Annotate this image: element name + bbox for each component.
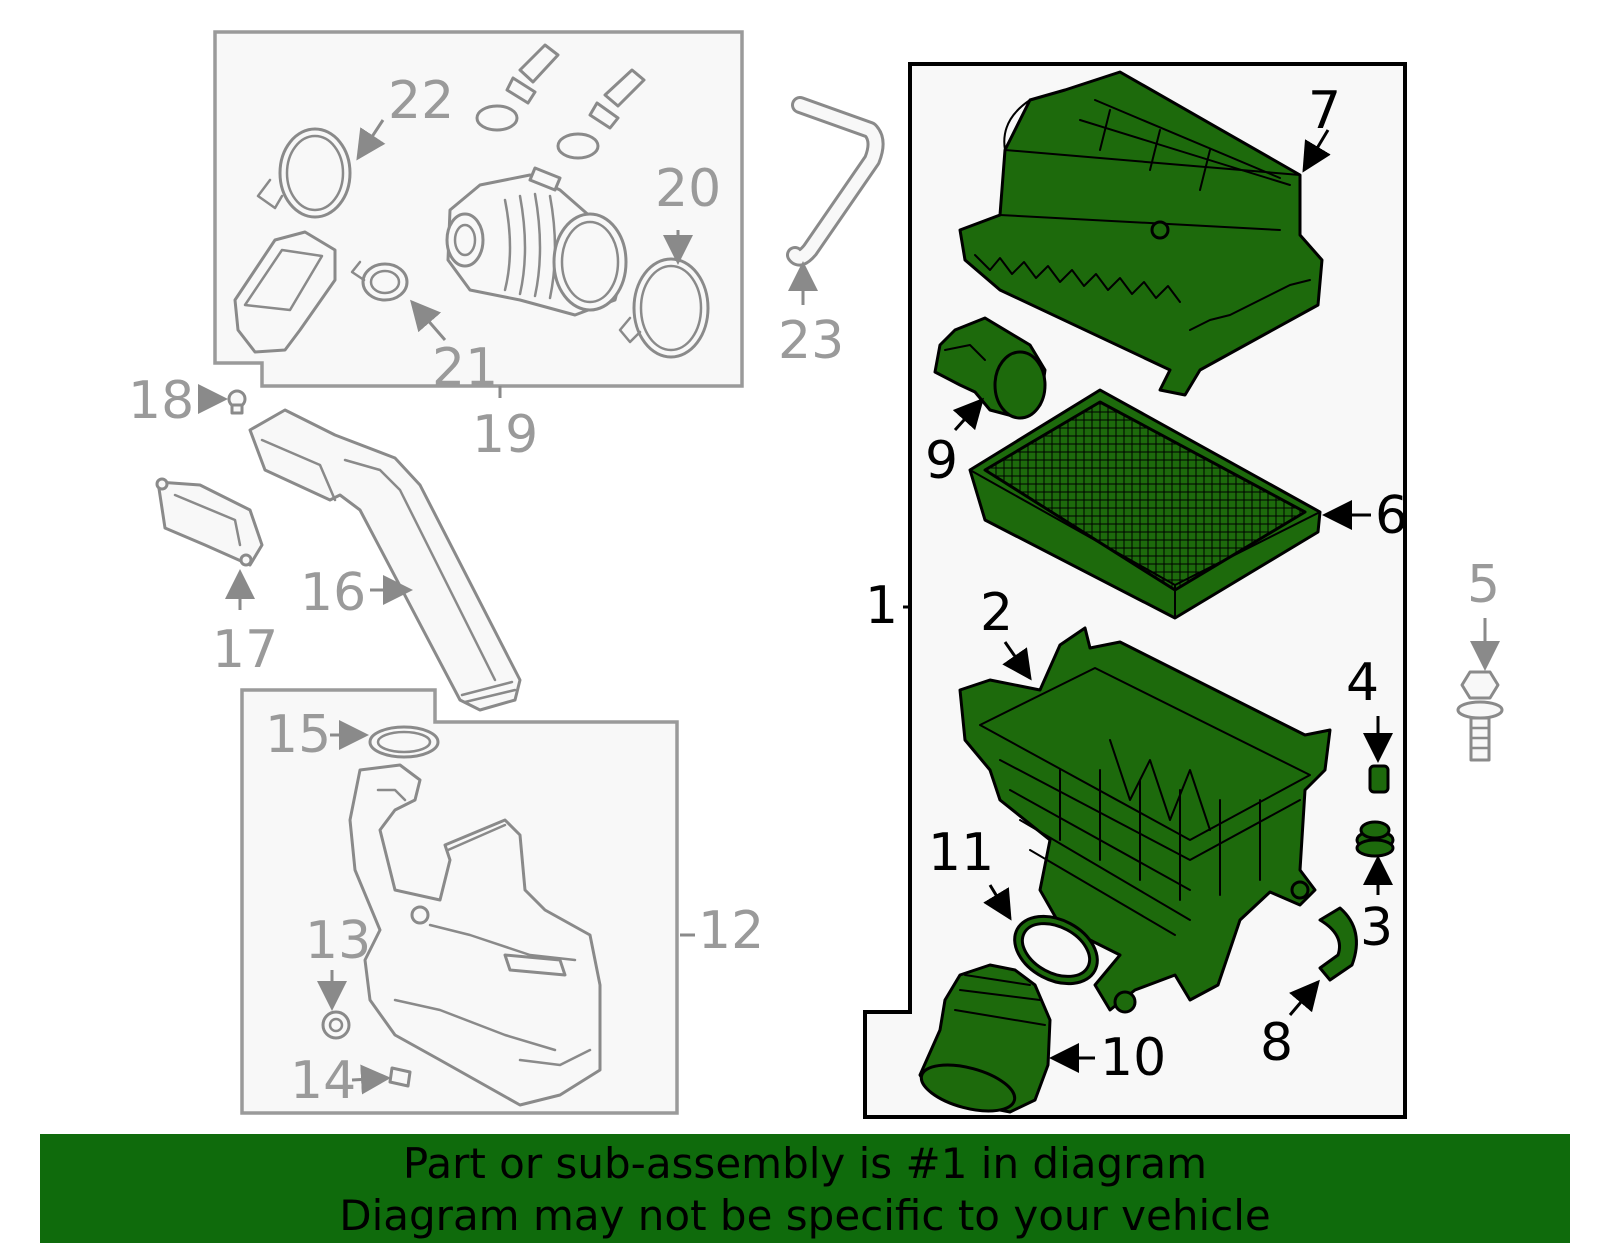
callout-3[interactable]: 3 bbox=[1360, 898, 1393, 958]
part-resonator[interactable] bbox=[233, 230, 337, 354]
callout-20[interactable]: 20 bbox=[655, 159, 721, 219]
notice-banner: Part or sub-assembly is #1 in diagram Di… bbox=[40, 1134, 1570, 1243]
part-21-clamp[interactable] bbox=[350, 260, 409, 302]
callout-16[interactable]: 16 bbox=[300, 563, 366, 623]
callout-14[interactable]: 14 bbox=[290, 1051, 356, 1111]
part-2-lower-housing[interactable] bbox=[958, 626, 1332, 1014]
callout-11[interactable]: 11 bbox=[928, 823, 994, 883]
part-10-duct[interactable] bbox=[916, 963, 1052, 1120]
group-box-19 bbox=[213, 30, 744, 388]
callout-5[interactable]: 5 bbox=[1467, 555, 1500, 615]
part-5-bolt[interactable] bbox=[1456, 670, 1504, 762]
banner-line-2: Diagram may not be specific to your vehi… bbox=[339, 1191, 1271, 1240]
part-6-filter[interactable] bbox=[968, 388, 1322, 620]
callout-labels: 22 20 21 19 23 18 17 16 15 13 14 12 5 7 … bbox=[128, 71, 1500, 1111]
group-box-12 bbox=[240, 688, 679, 1115]
callout-6[interactable]: 6 bbox=[1375, 486, 1408, 546]
callout-17[interactable]: 17 bbox=[212, 620, 278, 680]
part-3-grommet[interactable] bbox=[1355, 820, 1395, 858]
banner-line-1: Part or sub-assembly is #1 in diagram bbox=[402, 1139, 1208, 1188]
callout-23[interactable]: 23 bbox=[778, 311, 844, 371]
part-15-ring[interactable] bbox=[368, 725, 440, 759]
callout-10[interactable]: 10 bbox=[1100, 1028, 1166, 1088]
callout-2[interactable]: 2 bbox=[980, 583, 1013, 643]
part-14-clip[interactable] bbox=[388, 1066, 412, 1088]
part-23-hose[interactable] bbox=[786, 96, 885, 267]
callout-8[interactable]: 8 bbox=[1260, 1013, 1293, 1073]
callout-1[interactable]: 1 bbox=[865, 576, 898, 636]
part-18-bolt[interactable] bbox=[227, 389, 247, 415]
callout-21[interactable]: 21 bbox=[432, 338, 498, 398]
part-22-clamp[interactable] bbox=[256, 127, 352, 219]
callout-19[interactable]: 19 bbox=[472, 405, 538, 465]
part-sensor-hoses[interactable] bbox=[475, 43, 646, 160]
callout-arrows bbox=[198, 119, 1500, 1095]
part-7-upper-housing[interactable] bbox=[958, 70, 1324, 397]
callout-9[interactable]: 9 bbox=[925, 431, 958, 491]
callout-18[interactable]: 18 bbox=[128, 371, 194, 431]
part-13-nut[interactable] bbox=[321, 1010, 351, 1040]
part-9-duct[interactable] bbox=[933, 316, 1047, 420]
part-12-housing[interactable] bbox=[348, 763, 602, 1107]
part-4-grommet[interactable] bbox=[1368, 764, 1390, 794]
callout-15[interactable]: 15 bbox=[265, 705, 331, 765]
part-16-duct[interactable] bbox=[248, 408, 522, 712]
callout-22[interactable]: 22 bbox=[388, 71, 454, 131]
part-throttle-duct[interactable] bbox=[445, 166, 628, 317]
part-8-clip[interactable] bbox=[1318, 906, 1358, 982]
callout-13[interactable]: 13 bbox=[305, 911, 371, 971]
part-17-bracket[interactable] bbox=[155, 477, 264, 567]
callout-4[interactable]: 4 bbox=[1346, 653, 1379, 713]
callout-7[interactable]: 7 bbox=[1308, 81, 1341, 141]
part-11-seal[interactable] bbox=[1003, 903, 1109, 997]
callout-12[interactable]: 12 bbox=[698, 901, 764, 961]
